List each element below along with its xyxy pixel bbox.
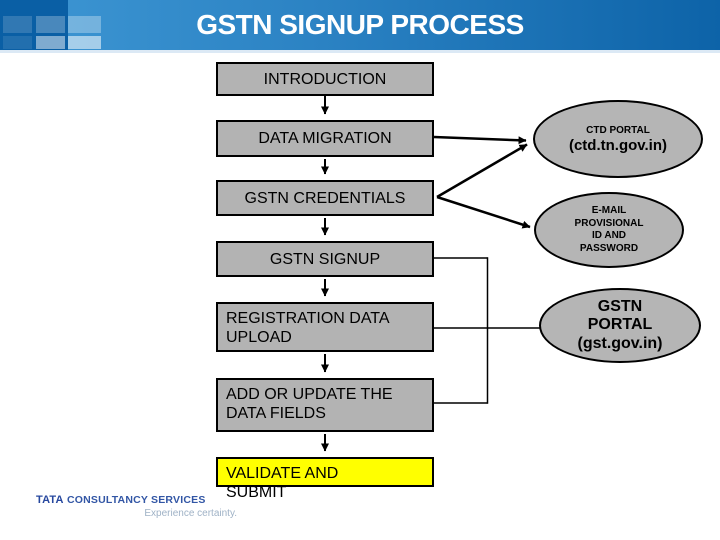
flow-step-label-line: DATA FIELDS	[226, 405, 326, 422]
portal-email-provisional-id: E-MAIL PROVISIONAL ID AND PASSWORD	[534, 192, 684, 268]
flow-step-registration-data-upload: REGISTRATION DATA UPLOAD	[216, 302, 434, 352]
ornament-square	[36, 36, 65, 49]
portal-label-line: GSTN	[597, 297, 643, 315]
flow-step-introduction: INTRODUCTION	[216, 62, 434, 96]
flow-step-gstn-signup: GSTN SIGNUP	[216, 241, 434, 277]
flow-step-validate-and-submit: VALIDATE AND SUBMIT	[216, 457, 434, 501]
tcs-logo: TATA CONSULTANCY SERVICES	[36, 494, 206, 506]
flow-step-label-line: SUBMIT	[226, 484, 287, 501]
portal-label-line: E-MAIL	[591, 205, 627, 216]
ornament-square	[36, 16, 65, 33]
portal-label-line: (gst.gov.in)	[577, 334, 663, 352]
header-divider	[0, 50, 720, 53]
flow-step-label: INTRODUCTION	[263, 70, 387, 88]
flow-step-add-or-update-data-fields: ADD OR UPDATE THE DATA FIELDS	[216, 378, 434, 432]
portal-label-line: PASSWORD	[579, 242, 639, 254]
ornament-square	[3, 36, 32, 49]
portal-label-line: PORTAL	[587, 316, 653, 334]
flow-step-label-line: VALIDATE AND	[226, 465, 339, 482]
ornament-square	[3, 16, 32, 33]
tcs-logo-tata: TATA	[36, 494, 64, 506]
ornament-square	[68, 16, 101, 33]
portal-label-line: CTD PORTAL	[586, 124, 650, 136]
flow-step-data-migration: DATA MIGRATION	[216, 120, 434, 157]
corner-ornament	[0, 0, 68, 50]
tcs-logo-consultancy-services: CONSULTANCY SERVICES	[66, 494, 206, 506]
arrow-credentials-to-ctdportal	[436, 143, 528, 199]
flow-step-label-line: REGISTRATION DATA	[226, 310, 390, 327]
tcs-tagline: Experience certainty.	[144, 508, 237, 519]
arrow-datamigration-to-ctdportal	[433, 135, 527, 145]
flow-step-label: GSTN SIGNUP	[269, 250, 381, 268]
flow-step-label: GSTN CREDENTIALS	[244, 189, 406, 207]
portal-label-line: ID AND	[591, 230, 627, 241]
arrow-credentials-to-email	[436, 195, 531, 229]
portal-ctd: CTD PORTAL (ctd.tn.gov.in)	[533, 100, 703, 178]
flow-step-gstn-credentials: GSTN CREDENTIALS	[216, 180, 434, 216]
portal-label-line: (ctd.tn.gov.in)	[568, 136, 668, 154]
flow-step-label: DATA MIGRATION	[258, 130, 392, 147]
slide-header: GSTN SIGNUP PROCESS	[0, 0, 720, 50]
portal-gstn: GSTN PORTAL (gst.gov.in)	[539, 288, 701, 363]
flow-step-label-line: ADD OR UPDATE THE	[226, 386, 393, 403]
ornament-square	[68, 36, 101, 49]
flow-step-label-line: UPLOAD	[226, 329, 292, 346]
page-title: GSTN SIGNUP PROCESS	[196, 9, 524, 40]
portal-label-line: PROVISIONAL	[574, 217, 644, 229]
